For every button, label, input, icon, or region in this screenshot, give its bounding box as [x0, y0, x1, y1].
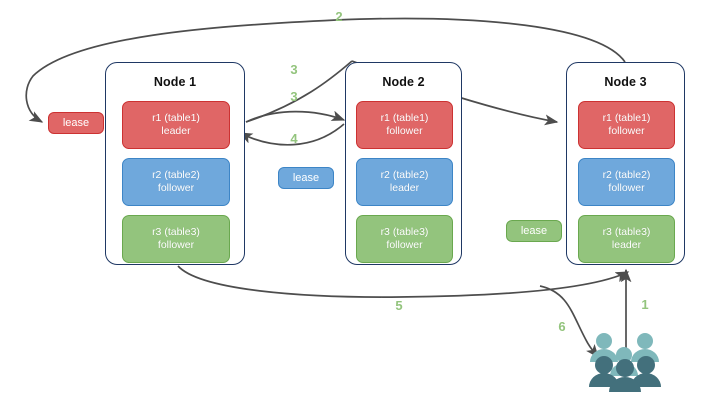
replica-name: r3 (table3)	[380, 226, 429, 238]
node-3-container[interactable]: Node 3 r1 (table1) follower r2 (table2) …	[566, 62, 685, 265]
step-label-3-upper: 3	[290, 62, 298, 77]
lease-badge-r2[interactable]: lease	[278, 167, 334, 189]
lease-badge-r1[interactable]: lease	[48, 112, 104, 134]
replica-role: follower	[608, 182, 645, 194]
replica-name: r2 (table2)	[380, 169, 429, 181]
arrow-step-3c	[245, 110, 346, 123]
replica-role: leader	[161, 125, 191, 137]
replica-role: follower	[386, 125, 423, 137]
node-3-replica-r1[interactable]: r1 (table1) follower	[578, 101, 675, 149]
arrow-step-4	[238, 123, 345, 146]
node-2-replica-r1[interactable]: r1 (table1) follower	[356, 101, 453, 149]
replica-role: leader	[611, 239, 642, 251]
lease-badge-r3[interactable]: lease	[506, 220, 562, 242]
step-label-4: 4	[290, 131, 298, 146]
replica-name: r1 (table1)	[602, 112, 651, 124]
node-3-replica-r3[interactable]: r3 (table3) leader	[578, 215, 675, 263]
step-label-3-lower: 3	[290, 89, 298, 104]
replica-role: follower	[157, 182, 195, 194]
node-3-title: Node 3	[604, 75, 647, 89]
node-1-replica-r2[interactable]: r2 (table2) follower	[122, 158, 230, 206]
node-2-container[interactable]: Node 2 r1 (table1) follower r2 (table2) …	[345, 62, 462, 265]
step-label-6: 6	[558, 319, 566, 334]
arrow-step-2	[25, 17, 626, 123]
step-label-1: 1	[641, 297, 649, 312]
step-label-5: 5	[395, 298, 403, 313]
replica-name: r1 (table1)	[152, 112, 200, 124]
node-1-container[interactable]: Node 1 r1 (table1) leader r2 (table2) fo…	[105, 62, 245, 265]
node-2-replica-r3[interactable]: r3 (table3) follower	[356, 215, 453, 263]
arrow-step-5	[177, 265, 630, 298]
replica-name: r2 (table2)	[602, 169, 651, 181]
node-3-replica-r2[interactable]: r2 (table2) follower	[578, 158, 675, 206]
replica-role: leader	[389, 182, 420, 194]
replica-role: follower	[157, 239, 195, 251]
node-1-replica-r3[interactable]: r3 (table3) follower	[122, 215, 230, 263]
node-1-title: Node 1	[153, 75, 197, 89]
node-1-replica-r1[interactable]: r1 (table1) leader	[122, 101, 230, 149]
step-label-2: 2	[335, 9, 343, 24]
replica-role: follower	[608, 125, 645, 137]
replica-role: follower	[386, 239, 423, 251]
replica-name: r1 (table1)	[380, 112, 429, 124]
node-2-replica-r2[interactable]: r2 (table2) leader	[356, 158, 453, 206]
replica-name: r2 (table2)	[152, 169, 200, 181]
replica-name: r3 (table3)	[602, 226, 651, 238]
replica-name: r3 (table3)	[152, 226, 200, 238]
node-2-title: Node 2	[382, 75, 425, 89]
